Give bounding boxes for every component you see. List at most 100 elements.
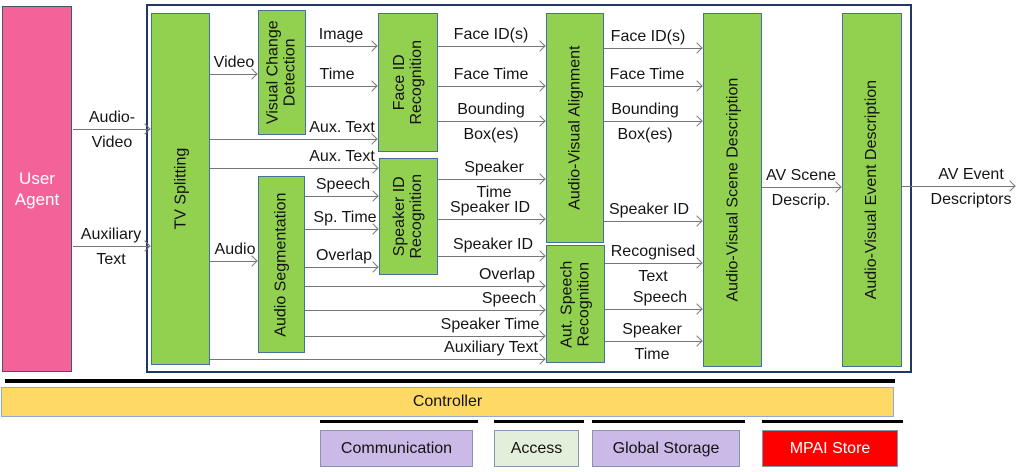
flow-speech-2-label: Speech — [481, 290, 537, 307]
node-user-agent: User Agent — [2, 6, 72, 372]
module-label-wrap: Audio-Visual Event Description — [843, 14, 901, 366]
user-agent-label-line1: User — [19, 168, 55, 188]
flow-recognised-text-line — [605, 263, 702, 264]
flow-speaker-time-3-label: Speaker — [622, 321, 682, 338]
flow-av-event-descriptors-line — [902, 186, 1015, 187]
module-audio-visual-scene-description: Audio-Visual Scene Description — [703, 13, 762, 367]
module-label-wrap: Audio-Visual Scene Description — [704, 14, 761, 366]
legend-line-communication — [320, 420, 478, 423]
flow-speaker-time-1-label: Time — [476, 184, 512, 201]
module-label: Audio-Visual Scene Description — [724, 78, 741, 302]
module-label-wrap: TV Splitting — [152, 14, 209, 364]
legend-line-mpai-store — [762, 420, 903, 423]
flow-auxiliary-text-in-line — [73, 246, 150, 247]
flow-bounding-boxes-2-label: Box(es) — [617, 126, 673, 143]
flow-speaker-id-3-line — [604, 221, 702, 222]
module-label-line: Audio-Visual Event Description — [863, 80, 881, 300]
module-tv-splitting: TV Splitting — [151, 13, 210, 365]
legend-item-mpai-store: MPAI Store — [762, 430, 898, 467]
flow-speaker-id-1-label: Speaker ID — [449, 199, 531, 216]
module-label-wrap: Audio-Visual Alignment — [547, 14, 603, 242]
flow-bounding-boxes-1-label: Box(es) — [463, 126, 519, 143]
flow-audio-video-label: Video — [91, 134, 133, 151]
legend-item-global-storage: Global Storage — [592, 430, 740, 467]
flow-speech-3-line — [605, 309, 702, 310]
flow-speech-1-line — [305, 196, 378, 197]
controller-label: Controller — [412, 393, 483, 410]
flow-overlap-1-label: Overlap — [315, 247, 373, 264]
controller-bar: Controller — [1, 387, 894, 417]
flow-aux-text-2-label: Aux. Text — [309, 148, 375, 165]
flow-speaker-time-1-line — [438, 179, 545, 180]
module-label-line: Visual Change — [264, 20, 282, 125]
legend-line-access — [494, 420, 584, 423]
flow-auxiliary-text-2-label: Auxiliary Text — [444, 339, 538, 356]
flow-bounding-boxes-1-line — [438, 121, 545, 122]
flow-time-label: Time — [319, 66, 355, 83]
flow-video-label: Video — [213, 54, 255, 71]
flow-speaker-time-3-label: Time — [634, 346, 670, 363]
flow-av-event-descriptors-label: AV Event — [938, 166, 1004, 183]
flow-overlap-2-label: Overlap — [478, 266, 536, 283]
flow-speech-2-line — [305, 310, 545, 311]
legend-item-communication: Communication — [320, 430, 473, 467]
module-label-line: Audio Segmentation — [272, 192, 290, 337]
flow-audio-video-line — [73, 129, 150, 130]
flow-recognised-text-label: Recognised — [610, 243, 696, 260]
module-label-line: Aut. Speech — [558, 260, 576, 348]
flow-bounding-boxes-2-label: Bounding — [611, 101, 679, 118]
flow-face-ids-2-label: Face ID(s) — [610, 28, 686, 45]
legend-label-global-storage: Global Storage — [612, 439, 720, 457]
flow-speech-1-label: Speech — [315, 176, 371, 193]
flow-auxiliary-text-2-line — [210, 359, 545, 360]
flow-audio-label: Audio — [214, 241, 256, 258]
flow-aux-text-1-line — [210, 139, 377, 140]
module-label-line: Audio-Visual Scene Description — [723, 78, 741, 302]
flow-image-label: Image — [318, 26, 364, 43]
legend-label-access: Access — [510, 439, 563, 457]
flow-face-ids-1-line — [438, 46, 545, 47]
flow-auxiliary-text-in-label: Text — [96, 251, 126, 268]
flow-speaker-id-3-label: Speaker ID — [608, 201, 690, 218]
flow-speaker-id-2-line — [438, 256, 545, 257]
flow-aux-text-2-line — [210, 168, 378, 169]
module-label-line: Audio-Visual Alignment — [566, 45, 584, 211]
flow-face-time-2-label: Face Time — [609, 66, 685, 83]
flow-recognised-text-label: Text — [638, 268, 668, 285]
flow-face-ids-1-label: Face ID(s) — [453, 26, 529, 43]
legend-item-access: Access — [494, 430, 579, 467]
flow-av-event-descriptors-label: Descriptors — [930, 191, 1012, 208]
flow-av-scene-descrip-line — [762, 187, 841, 188]
module-audio-segmentation: Audio Segmentation — [258, 176, 305, 353]
module-label-line: Recognition — [408, 174, 426, 259]
flow-sp-time-line — [305, 229, 378, 230]
flow-audio-video-label: Audio- — [88, 109, 136, 126]
flow-speaker-time-2-label: Speaker Time — [440, 316, 540, 333]
module-audio-visual-event-description: Audio-Visual Event Description — [842, 13, 902, 367]
flow-face-time-1-label: Face Time — [453, 66, 529, 83]
user-agent-label-line2: Agent — [14, 190, 60, 209]
flow-audio-line — [210, 261, 257, 262]
module-label: Audio Segmentation — [273, 192, 290, 336]
flow-speech-3-label: Speech — [632, 289, 688, 306]
module-audio-visual-alignment: Audio-Visual Alignment — [546, 13, 604, 243]
flow-overlap-2-line — [305, 286, 545, 287]
flow-speaker-time-1-label: Speaker — [464, 159, 524, 176]
flow-bounding-boxes-2-line — [604, 121, 702, 122]
flow-speaker-id-1-line — [438, 219, 545, 220]
module-label-line: Detection — [282, 38, 299, 107]
module-label-wrap: Audio Segmentation — [259, 177, 304, 352]
flow-overlap-1-line — [305, 267, 378, 268]
flow-image-line — [306, 46, 377, 47]
flow-face-time-1-line — [438, 86, 545, 87]
